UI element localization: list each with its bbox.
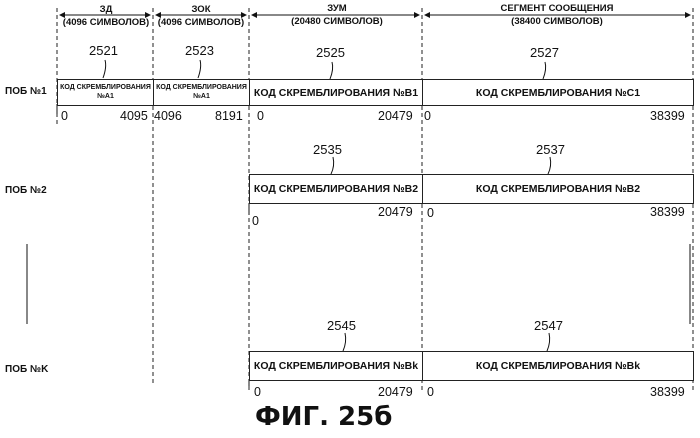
header-msg: СЕГМЕНТ СООБЩЕНИЯ (38400 СИМВОЛОВ)	[462, 4, 652, 26]
symbol-index: 0	[252, 215, 259, 228]
symbol-index: 0	[61, 110, 68, 123]
row-label: ПОБ №1	[5, 87, 47, 97]
leader-line	[547, 333, 550, 351]
leader-line	[198, 60, 201, 78]
symbol-index: 38399	[650, 110, 685, 123]
leader-line	[548, 157, 551, 174]
header-zd: ЗД (4096 СИМВОЛОВ)	[58, 5, 154, 27]
box-text: КОД СКРЕМБЛИРОВАНИЯ №B2	[476, 183, 640, 195]
scrambling-code-box: КОД СКРЕМБЛИРОВАНИЯ №A1	[57, 79, 154, 106]
scrambling-code-box: КОД СКРЕМБЛИРОВАНИЯ №Bk	[422, 351, 694, 381]
symbol-index: 0	[424, 110, 431, 123]
reference-number: 2547	[534, 319, 563, 332]
box-text: КОД СКРЕМБЛИРОВАНИЯ №Bk	[476, 360, 640, 372]
leader-line	[543, 62, 546, 79]
header-msg-count: (38400 СИМВОЛОВ)	[462, 17, 652, 27]
scrambling-code-box: КОД СКРЕМБЛИРОВАНИЯ №A1	[153, 79, 250, 106]
leader-line	[331, 157, 334, 174]
header-zd-count: (4096 СИМВОЛОВ)	[58, 18, 154, 28]
header-zok: ЗОК (4096 СИМВОЛОВ)	[153, 5, 249, 27]
figure-caption: ФИГ. 25б	[255, 404, 392, 430]
box-text: КОД СКРЕМБЛИРОВАНИЯ №Bk	[254, 360, 418, 372]
box-text: №A1	[97, 93, 114, 101]
symbol-index: 38399	[650, 206, 685, 219]
reference-number: 2545	[327, 319, 356, 332]
reference-number: 2523	[185, 44, 214, 57]
reference-number: 2525	[316, 46, 345, 59]
symbol-index: 38399	[650, 386, 685, 399]
header-msg-title: СЕГМЕНТ СООБЩЕНИЯ	[462, 4, 652, 14]
header-zd-title: ЗД	[58, 5, 154, 15]
header-zum-title: ЗУМ	[262, 4, 412, 14]
box-text: КОД СКРЕМБЛИРОВАНИЯ №B2	[254, 183, 418, 195]
row-label: ПОБ №K	[5, 365, 48, 375]
symbol-index: 4096	[154, 110, 182, 123]
symbol-index: 0	[254, 386, 261, 399]
scrambling-code-box: КОД СКРЕМБЛИРОВАНИЯ №B2	[422, 174, 694, 204]
reference-number: 2535	[313, 143, 342, 156]
box-text: №A1	[193, 93, 210, 101]
box-text: КОД СКРЕМБЛИРОВАНИЯ	[60, 84, 151, 92]
header-zum-count: (20480 СИМВОЛОВ)	[262, 17, 412, 27]
symbol-index: 20479	[378, 110, 413, 123]
box-text: КОД СКРЕМБЛИРОВАНИЯ	[156, 84, 247, 92]
leader-line	[103, 60, 106, 78]
box-text: КОД СКРЕМБЛИРОВАНИЯ №C1	[476, 87, 640, 99]
symbol-index: 0	[427, 207, 434, 220]
row-label: ПОБ №2	[5, 186, 47, 196]
symbol-index: 8191	[215, 110, 243, 123]
symbol-index: 20479	[378, 206, 413, 219]
reference-number: 2521	[89, 44, 118, 57]
scrambling-code-box: КОД СКРЕМБЛИРОВАНИЯ №B1	[249, 79, 423, 106]
symbol-index: 0	[257, 110, 264, 123]
symbol-index: 0	[427, 386, 434, 399]
box-text: КОД СКРЕМБЛИРОВАНИЯ №B1	[254, 87, 418, 99]
symbol-index: 4095	[120, 110, 148, 123]
scrambling-code-box: КОД СКРЕМБЛИРОВАНИЯ №B2	[249, 174, 423, 204]
symbol-index: 20479	[378, 386, 413, 399]
leader-line	[343, 333, 346, 351]
reference-number: 2537	[536, 143, 565, 156]
header-zum: ЗУМ (20480 СИМВОЛОВ)	[262, 4, 412, 26]
scrambling-code-box: КОД СКРЕМБЛИРОВАНИЯ №C1	[422, 79, 694, 106]
leader-line	[330, 62, 333, 79]
header-zok-title: ЗОК	[153, 5, 249, 15]
reference-number: 2527	[530, 46, 559, 59]
scrambling-code-box: КОД СКРЕМБЛИРОВАНИЯ №Bk	[249, 351, 423, 381]
header-zok-count: (4096 СИМВОЛОВ)	[153, 18, 249, 28]
